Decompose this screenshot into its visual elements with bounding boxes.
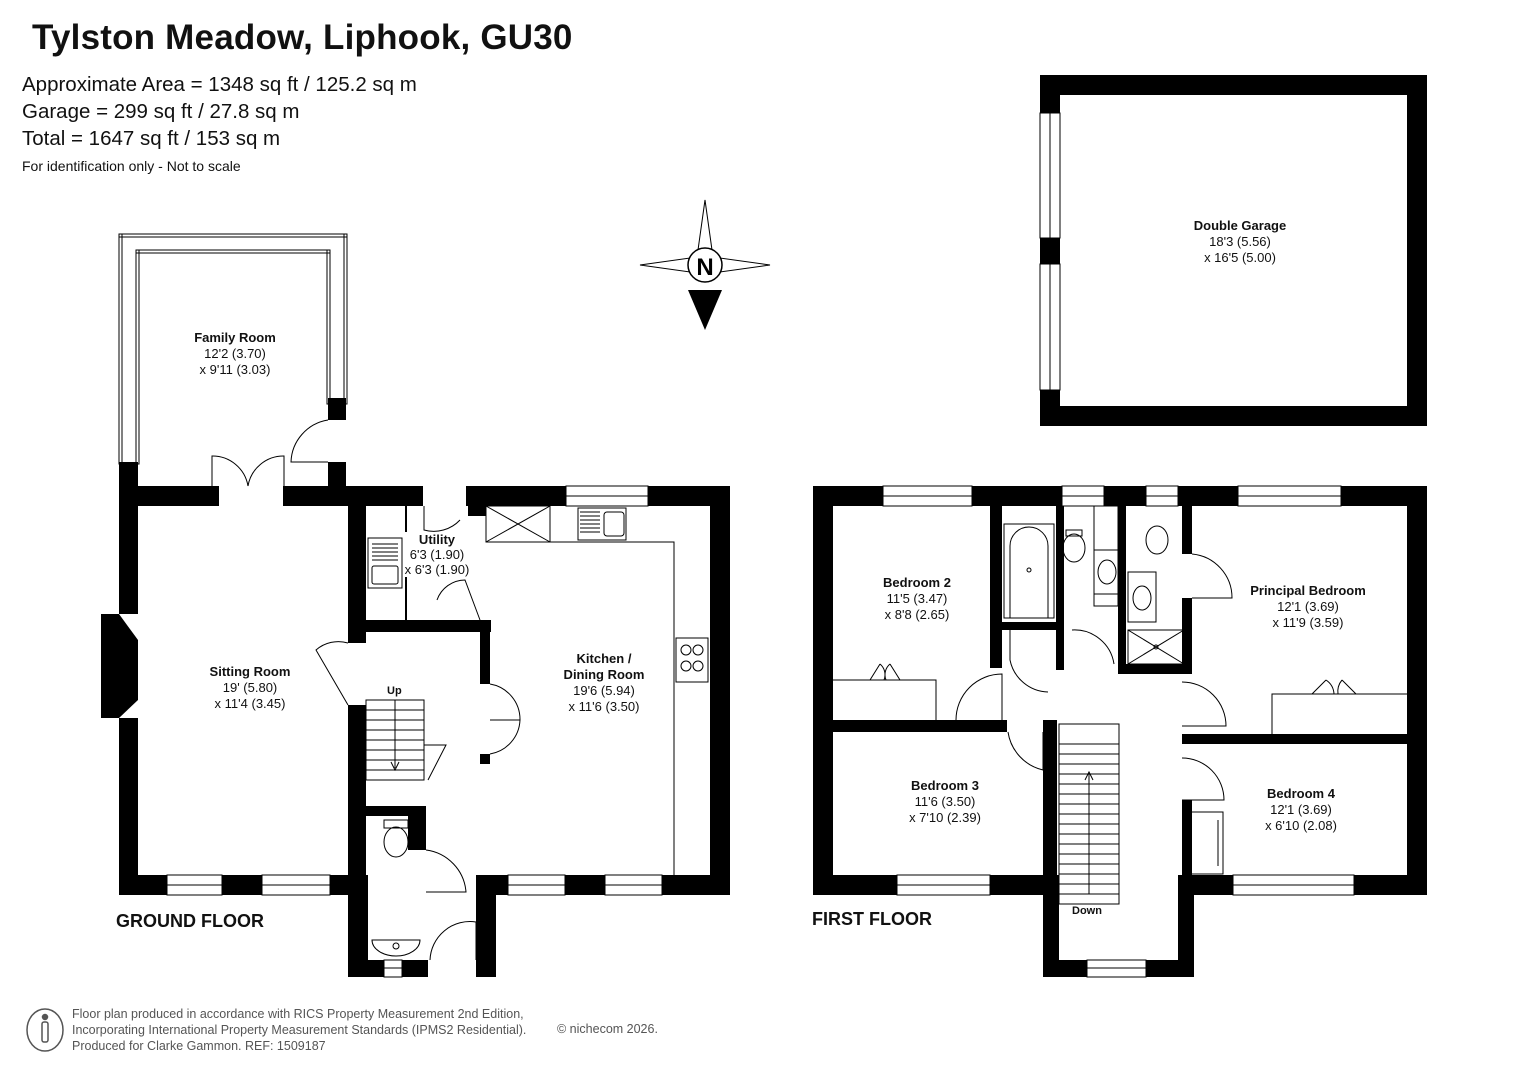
ground-floor-walls [101, 233, 730, 977]
room-name: Utility [418, 532, 456, 547]
total-area: Total = 1647 sq ft / 153 sq m [22, 127, 281, 150]
room-name: Bedroom 3 [911, 778, 979, 793]
room-sitting-room: Sitting Room 19' (5.80) x 11'4 (3.45) [210, 664, 291, 712]
footer-line: Incorporating International Property Mea… [72, 1023, 527, 1037]
stairs-up-label: Up [387, 685, 402, 697]
room-utility: Utility 6'3 (1.90) x 6'3 (1.90) [404, 532, 470, 577]
room-name: Kitchen / [576, 651, 632, 666]
room-dimension: x 8'8 (2.65) [884, 607, 950, 622]
room-name: Double Garage [1193, 218, 1287, 233]
compass-letter: N [696, 254, 713, 281]
footer-line: Floor plan produced in accordance with R… [72, 1007, 524, 1021]
copyright: © nichecom 2026. [557, 1022, 658, 1036]
room-family-room: Family Room 12'2 (3.70) x 9'11 (3.03) [194, 330, 276, 378]
room-dimension: x 6'10 (2.08) [1265, 818, 1337, 833]
room-dimension: 12'2 (3.70) [204, 346, 266, 361]
scale-note: For identification only - Not to scale [22, 158, 241, 174]
room-dimension: 18'3 (5.56) [1209, 234, 1271, 249]
room-dimension: 19'6 (5.94) [573, 683, 635, 698]
room-dimension: 19' (5.80) [222, 680, 278, 695]
room-dimension: 12'1 (3.69) [1277, 599, 1339, 614]
ground-floor-label: GROUND FLOOR [116, 911, 264, 931]
garage-area: Garage = 299 sq ft / 27.8 sq m [22, 100, 300, 123]
first-floor-walls [813, 486, 1427, 977]
room-dimension: x 11'4 (3.45) [214, 696, 286, 711]
first-floor-linework [833, 485, 1407, 978]
room-kitchen-dining: Kitchen / Dining Room 19'6 (5.94) x 11'6… [564, 651, 645, 715]
footer-line: Produced for Clarke Gammon. REF: 1509187 [72, 1039, 326, 1053]
accessibility-person-icon [26, 1008, 64, 1052]
room-dimension: 11'6 (3.50) [914, 794, 976, 809]
room-name: Principal Bedroom [1250, 583, 1366, 598]
compass-rose: N [639, 199, 771, 330]
room-dimension: x 7'10 (2.39) [909, 810, 981, 825]
room-dimension: x 16'5 (5.00) [1204, 250, 1276, 265]
room-dimension: x 6'3 (1.90) [404, 562, 470, 577]
room-name: Bedroom 2 [883, 575, 951, 590]
garage-doors [1039, 112, 1061, 391]
room-dimension: x 9'11 (3.03) [199, 362, 271, 377]
room-dimension: 11'5 (3.47) [886, 591, 948, 606]
room-dimension: x 11'9 (3.59) [1272, 615, 1344, 630]
ground-floor-linework [166, 419, 709, 978]
room-dimension: 12'1 (3.69) [1270, 802, 1332, 817]
room-name-line2: Dining Room [563, 667, 645, 682]
approximate-area: Approximate Area = 1348 sq ft / 125.2 sq… [22, 73, 417, 96]
room-double-garage: Double Garage 18'3 (5.56) x 16'5 (5.00) [1194, 218, 1286, 266]
room-bedroom-4: Bedroom 4 12'1 (3.69) x 6'10 (2.08) [1265, 786, 1337, 834]
stairs-down-label: Down [1072, 905, 1102, 917]
room-principal-bedroom: Principal Bedroom 12'1 (3.69) x 11'9 (3.… [1250, 583, 1366, 631]
room-dimension: 6'3 (1.90) [409, 547, 465, 562]
room-name: Sitting Room [209, 664, 291, 679]
room-bedroom-2: Bedroom 2 11'5 (3.47) x 8'8 (2.65) [883, 575, 951, 623]
garage-walls [1040, 75, 1427, 426]
room-dimension: x 11'6 (3.50) [568, 699, 640, 714]
room-name: Bedroom 4 [1267, 786, 1335, 801]
footer-disclaimer: Floor plan produced in accordance with R… [72, 1006, 526, 1054]
page-title: Tylston Meadow, Liphook, GU30 [32, 18, 573, 57]
room-bedroom-3: Bedroom 3 11'6 (3.50) x 7'10 (2.39) [909, 778, 981, 826]
room-name: Family Room [194, 330, 276, 345]
first-floor-label: FIRST FLOOR [812, 909, 932, 929]
